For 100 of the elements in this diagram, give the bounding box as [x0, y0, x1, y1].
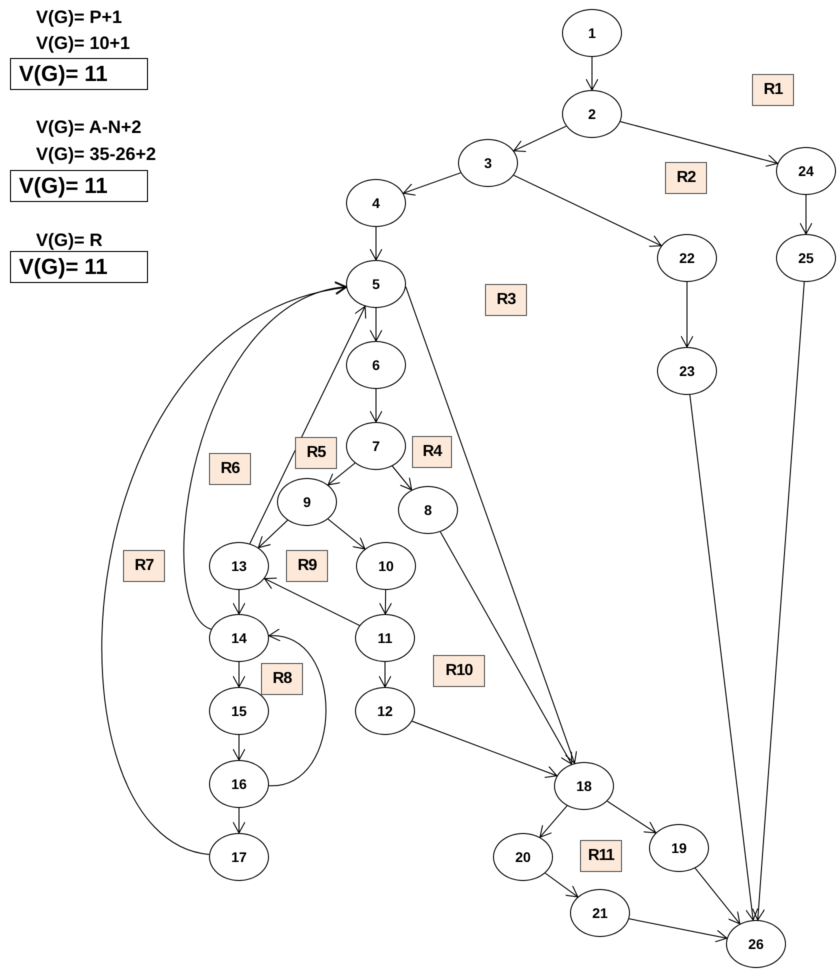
- region-label: R5: [306, 445, 326, 461]
- arrow: [405, 286, 578, 764]
- node-ellipse: [355, 614, 415, 662]
- node-ellipse: [776, 147, 836, 195]
- node-ellipse: [277, 478, 337, 526]
- arrow: [628, 918, 728, 942]
- node-number: 24: [798, 164, 814, 178]
- region-box: [123, 550, 165, 582]
- node-number: 22: [679, 251, 695, 265]
- arrow: [689, 394, 758, 921]
- node-number: 14: [231, 631, 247, 645]
- region-box: [286, 550, 328, 582]
- node-ellipse: [562, 90, 622, 138]
- node-ellipse: [346, 341, 406, 389]
- arrow: [440, 531, 572, 765]
- node-number: 5: [372, 277, 380, 291]
- arrow: [328, 518, 366, 550]
- arrow: [264, 578, 360, 626]
- arrow: [268, 630, 326, 786]
- node-ellipse: [209, 614, 269, 662]
- node-ellipse: [458, 139, 518, 187]
- region-label: R11: [588, 848, 614, 864]
- node-number: 10: [378, 559, 394, 573]
- arrow: [412, 720, 558, 778]
- node-ellipse: [346, 260, 406, 308]
- formula-text: V(G)= R: [36, 229, 103, 252]
- result-box: [10, 58, 148, 90]
- region-label: R6: [220, 461, 240, 477]
- arrow: [694, 868, 740, 924]
- arrow: [620, 121, 778, 167]
- node-number: 17: [231, 850, 247, 864]
- region-box: [412, 436, 452, 468]
- region-label: R4: [422, 444, 442, 460]
- region-box: [261, 663, 303, 695]
- arrow: [680, 282, 694, 348]
- arrow: [606, 800, 656, 834]
- arrow: [752, 281, 805, 921]
- node-ellipse: [356, 542, 416, 590]
- node-ellipse: [570, 889, 630, 937]
- node-ellipse: [657, 234, 717, 282]
- node-number: 6: [372, 358, 380, 372]
- result-box: [10, 170, 148, 202]
- formula-text: V(G)= 10+1: [36, 32, 130, 54]
- region-box: [295, 437, 337, 469]
- node-number: 26: [748, 937, 764, 951]
- arrow: [232, 808, 246, 834]
- node-number: 2: [588, 107, 596, 121]
- node-number: 21: [592, 906, 608, 920]
- region-label: R9: [298, 558, 316, 574]
- node-number: 8: [424, 503, 432, 517]
- node-number: 3: [484, 156, 492, 170]
- arrow: [378, 662, 392, 688]
- arrow: [370, 226, 382, 260]
- node-ellipse: [209, 542, 269, 590]
- node-ellipse: [493, 833, 553, 881]
- node-number: 20: [515, 850, 531, 864]
- arrow: [513, 174, 662, 247]
- arrow: [249, 306, 366, 544]
- node-number: 4: [372, 196, 380, 210]
- arrow: [370, 308, 382, 342]
- arrow: [540, 805, 568, 838]
- result-box: [10, 251, 148, 283]
- arrow: [258, 520, 288, 548]
- region-label: R10: [446, 663, 472, 679]
- region-box: [580, 840, 622, 872]
- region-box: [209, 453, 251, 485]
- node-number: 1: [588, 26, 596, 40]
- node-number: 15: [231, 704, 247, 718]
- region-label: R3: [496, 292, 516, 308]
- formula-text: V(G)= P+1: [36, 6, 122, 28]
- node-number: 18: [576, 779, 592, 793]
- arrow: [184, 282, 347, 630]
- node-number: 23: [679, 364, 695, 378]
- arrow: [232, 662, 246, 688]
- node-number: 13: [231, 559, 247, 573]
- node-number: 7: [372, 439, 380, 453]
- node-ellipse: [346, 422, 406, 470]
- region-box: [752, 74, 794, 106]
- node-number: 11: [378, 631, 392, 645]
- formula-text: V(G)= A-N+2: [36, 116, 142, 138]
- node-number: 9: [303, 495, 311, 509]
- region-label: R1: [764, 82, 782, 98]
- arrow: [513, 126, 567, 152]
- arrow: [232, 590, 246, 614]
- formula-text: V(G)= 35-26+2: [36, 143, 156, 166]
- arrow: [232, 734, 246, 760]
- node-number: 12: [377, 704, 393, 718]
- region-label: R8: [272, 671, 292, 687]
- arrow: [544, 872, 578, 898]
- node-number: 25: [798, 251, 814, 265]
- region-box: [433, 655, 485, 687]
- region-label: R2: [676, 170, 696, 186]
- arrow: [392, 466, 412, 490]
- arrow: [370, 388, 382, 422]
- node-number: 19: [671, 841, 687, 855]
- arrow: [378, 590, 392, 614]
- arrow: [402, 172, 462, 196]
- arrow: [101, 284, 347, 855]
- node-ellipse: [554, 762, 614, 810]
- arrow: [328, 462, 356, 486]
